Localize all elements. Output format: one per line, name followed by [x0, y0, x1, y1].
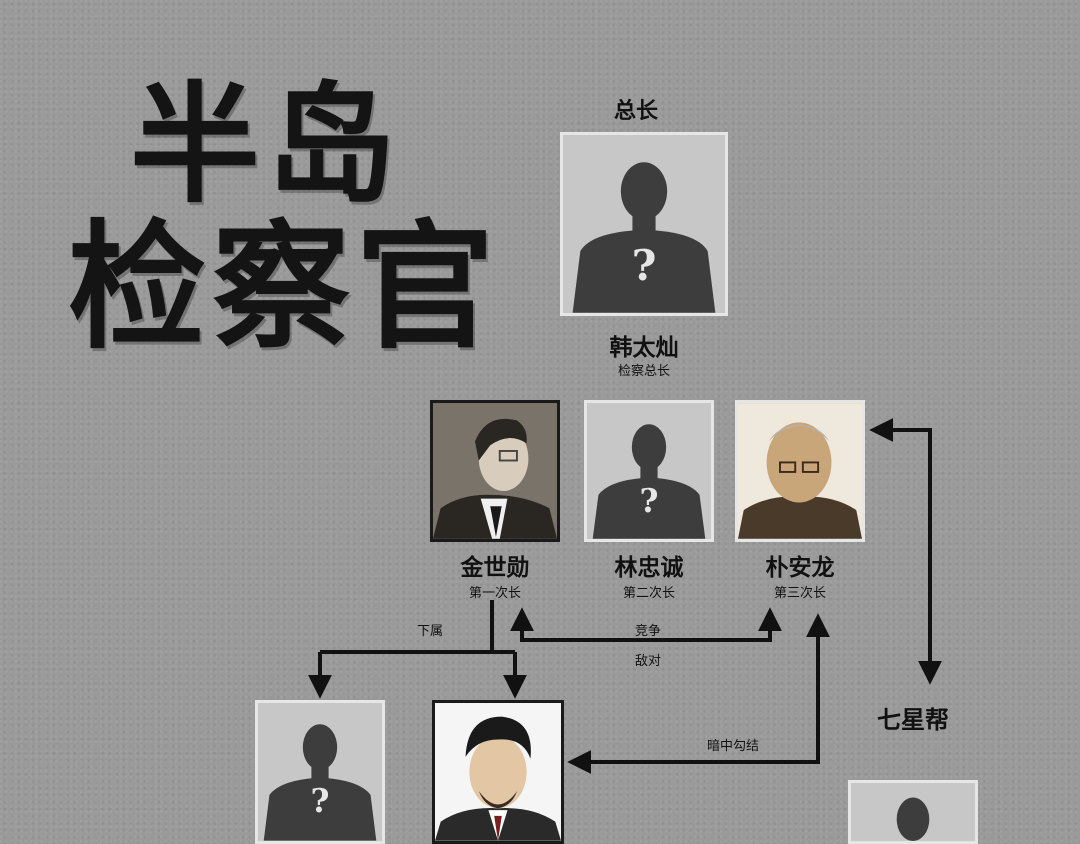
portrait-kim-sehun	[430, 400, 560, 542]
portrait-han-taecan: ?	[560, 132, 728, 316]
question-mark-icon: ?	[640, 482, 659, 520]
portrait-subordinate-character	[432, 700, 564, 844]
label-compete: 竞争	[634, 624, 661, 639]
row1-role-2: 第二次长	[622, 586, 675, 601]
label-group: 七星帮	[877, 705, 949, 734]
top-header: 总长	[613, 98, 658, 124]
label-hostile: 敌对	[634, 654, 661, 669]
top-role: 检察总长	[617, 364, 670, 379]
portrait-lin-zhongcheng: ?	[584, 400, 714, 542]
group-arrow	[869, 418, 942, 685]
character-portrait-icon	[433, 403, 557, 539]
portrait-piao-anlong	[735, 400, 865, 542]
character-portrait-icon	[738, 403, 862, 539]
silhouette-icon: ?	[592, 424, 706, 539]
title-line-2: 检察官	[68, 205, 501, 368]
character-portrait-icon	[435, 703, 561, 841]
silhouette-icon: ?	[572, 162, 716, 313]
label-subordinate: 下属	[416, 624, 443, 639]
title-line-1: 半岛	[130, 68, 403, 221]
silhouette-icon	[896, 797, 930, 841]
question-mark-icon: ?	[632, 241, 657, 291]
row1-role-3: 第三次长	[773, 586, 826, 601]
portrait-unknown-gang	[848, 780, 978, 844]
row1-name-3: 朴安龙	[765, 554, 835, 581]
label-secret-collusion: 暗中勾结	[706, 739, 759, 754]
question-mark-icon: ?	[311, 782, 330, 820]
portrait-unknown-subordinate: ?	[255, 700, 385, 844]
top-name: 韩太灿	[609, 334, 679, 361]
row1-role-1: 第一次长	[468, 586, 521, 601]
row1-name-1: 金世勋	[460, 554, 530, 581]
row1-name-2: 林忠诚	[614, 554, 684, 581]
silhouette-icon: ?	[263, 724, 377, 841]
